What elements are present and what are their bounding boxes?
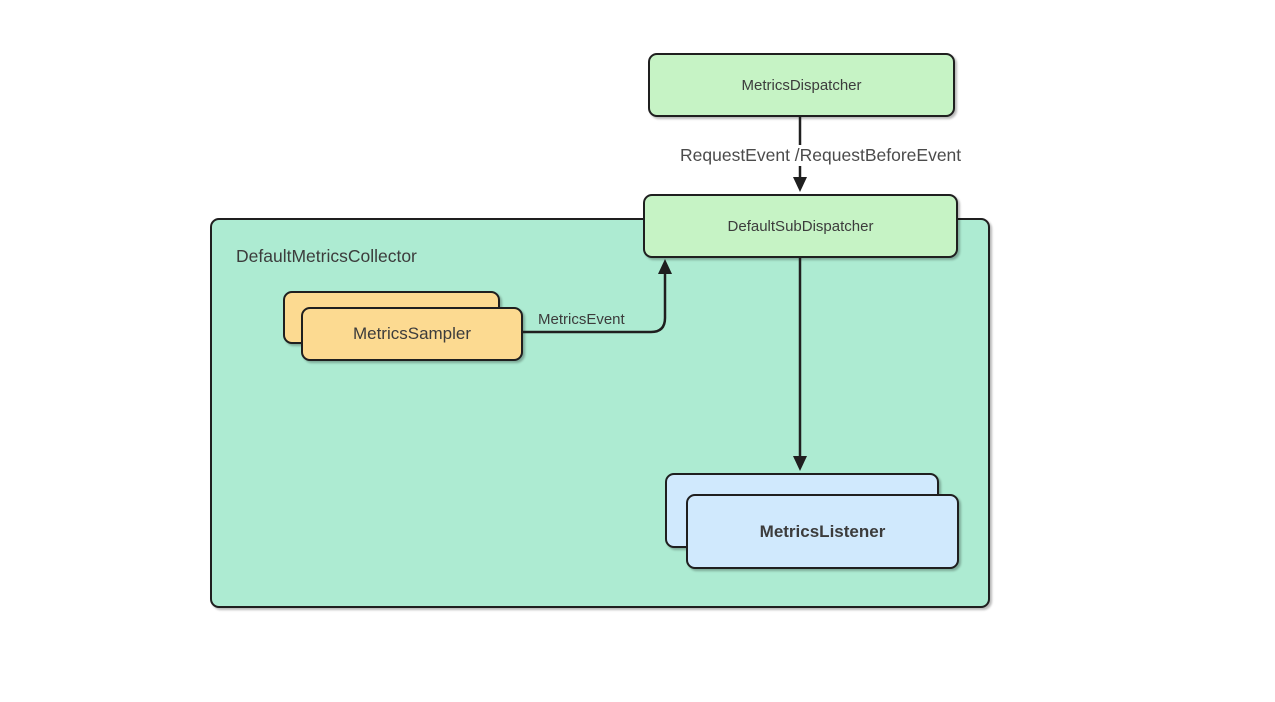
node-metrics-listener-label: MetricsListener xyxy=(759,521,886,541)
node-default-sub-dispatcher-label: DefaultSubDispatcher xyxy=(727,217,874,235)
container-default-metrics-collector-title: DefaultMetricsCollector xyxy=(236,246,417,266)
edge-label-request-event: RequestEvent /RequestBeforeEvent xyxy=(676,145,966,166)
container-default-metrics-collector: DefaultMetricsCollector MetricsSampler M… xyxy=(210,218,990,608)
node-metrics-sampler-label: MetricsSampler xyxy=(352,324,472,343)
node-metrics-listener: MetricsListener xyxy=(686,494,959,569)
request-event-arrowhead-icon xyxy=(793,177,807,192)
node-metrics-sampler: MetricsSampler xyxy=(301,307,523,361)
edge-label-metrics-event: MetricsEvent xyxy=(538,311,625,328)
node-metrics-dispatcher-label: MetricsDispatcher xyxy=(741,76,862,94)
node-default-sub-dispatcher: DefaultSubDispatcher xyxy=(643,194,958,258)
node-metrics-dispatcher: MetricsDispatcher xyxy=(648,53,955,117)
